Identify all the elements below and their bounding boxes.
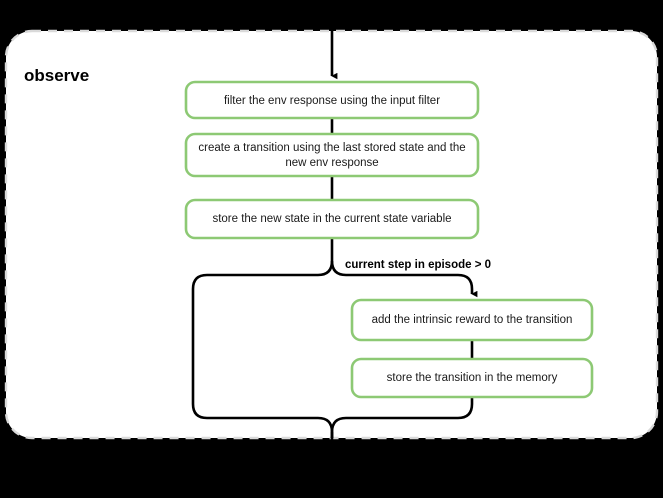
node-store-state-box[interactable] [184,198,480,240]
node-add-intrinsic-reward[interactable]: add the intrinsic reward to the transiti… [350,298,594,342]
page-title: observe [24,66,90,85]
node-add-intrinsic-reward-box[interactable] [350,298,594,342]
node-create-transition[interactable]: create a transition using the last store… [184,132,480,178]
node-filter-box[interactable] [184,80,480,120]
node-create-transition-label-line1: create a transition using the last store… [198,142,465,154]
node-create-transition-box[interactable] [184,132,480,178]
edge-store-memory-to-merge [330,397,474,438]
node-store-transition-memory-label: store the transition in the memory [387,372,558,384]
edge-split-left-branch [191,260,334,438]
node-add-intrinsic-reward-label: add the intrinsic reward to the transiti… [372,314,573,326]
edge-label-current-step-condition: current step in episode > 0 [345,259,491,271]
node-filter-label: filter the env response using the input … [224,95,440,107]
node-create-transition-label-line2: new env response [285,157,378,169]
node-store-state[interactable]: store the new state in the current state… [184,198,480,240]
node-store-state-label: store the new state in the current state… [212,213,451,225]
edge-split-right-branch [330,260,478,298]
node-filter[interactable]: filter the env response using the input … [184,80,480,120]
node-store-transition-memory-box[interactable] [350,357,594,399]
node-store-transition-memory[interactable]: store the transition in the memory [350,357,594,399]
